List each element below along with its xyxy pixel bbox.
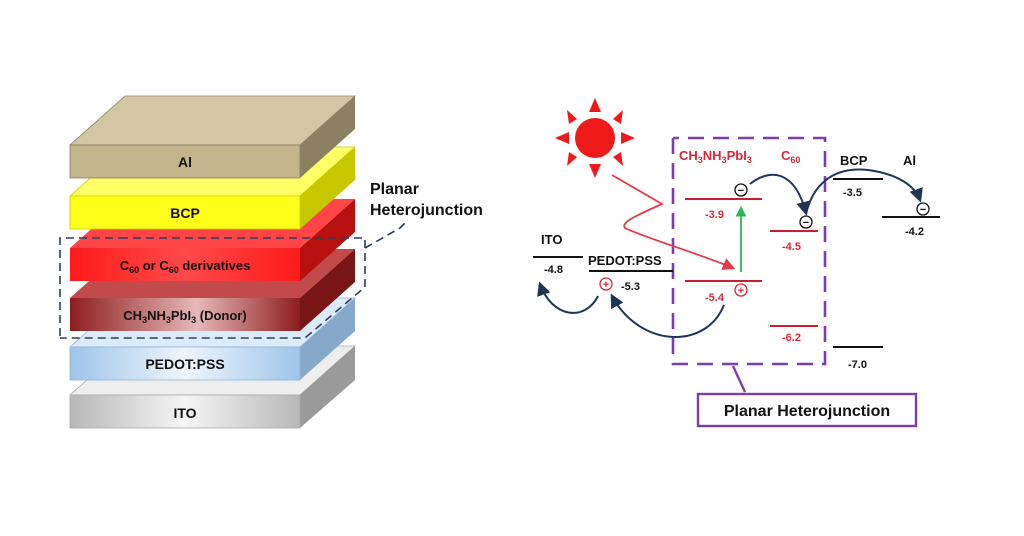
heterojunction-dashed-box: [59, 237, 366, 339]
pedot-label: PEDOT:PSS: [588, 253, 662, 268]
value-c60-lumo: -4.5: [782, 241, 801, 253]
layer-al-label: Al: [178, 154, 192, 170]
perovskite-label: CH3NH3PbI3: [679, 148, 752, 165]
hole-perovskite: +: [734, 283, 748, 297]
energy-diagram: Planar Heterojunction CH3NH3PbI3 C60 BCP…: [533, 98, 940, 428]
electron-transfer-arrow-1: [749, 173, 810, 216]
callout-label-line1: Planar: [370, 181, 419, 198]
svg-text:−: −: [920, 204, 926, 216]
al-label: Al: [903, 153, 916, 168]
svg-text:−: −: [803, 217, 809, 229]
value-ito: -4.8: [544, 264, 563, 276]
value-al: -4.2: [905, 226, 924, 238]
value-perovskite-lumo: -3.9: [705, 209, 724, 221]
electron-c60: −: [799, 215, 813, 229]
hole-pedot: +: [599, 277, 613, 291]
svg-text:+: +: [738, 285, 744, 297]
ito-label: ITO: [541, 232, 562, 247]
layer-bcp-label: BCP: [170, 205, 200, 221]
svg-text:−: −: [738, 185, 744, 197]
value-bcp-homo: -7.0: [848, 359, 867, 371]
value-bcp-lumo: -3.5: [843, 187, 862, 199]
photon-path: [611, 174, 736, 270]
callout-label-line2: Heterojunction: [370, 202, 483, 219]
bcp-label: BCP: [840, 153, 868, 168]
c60-label: C60: [781, 148, 800, 165]
layer-c60-label: C60 or C60 derivatives: [120, 258, 251, 275]
value-perovskite-homo: -5.4: [705, 292, 725, 304]
callout-leader: [364, 219, 409, 249]
value-pedot: -5.3: [621, 281, 640, 293]
electron-transfer-arrow-2: [805, 168, 923, 215]
box-connector: [731, 365, 747, 393]
electron-perovskite: −: [734, 183, 748, 197]
energy-heterojunction-box: [671, 136, 827, 366]
planar-heterojunction-box-label: Planar Heterojunction: [724, 403, 890, 420]
value-c60-homo: -6.2: [782, 332, 801, 344]
electron-al: −: [916, 202, 930, 216]
layer-stack: ITO PEDOT:PSS CH3NH3PbI3 (Donor) C60 or …: [59, 95, 483, 429]
hole-transfer-arrow-2: [537, 281, 599, 314]
layer-donor-label: CH3NH3PbI3 (Donor): [123, 308, 246, 325]
svg-text:+: +: [603, 279, 609, 291]
planar-heterojunction-box: [696, 392, 918, 428]
sun-icon: [555, 98, 635, 178]
layer-al: Al: [68, 95, 357, 179]
hole-transfer-arrow-1: [610, 293, 725, 338]
layer-ito-label: ITO: [173, 405, 196, 421]
layer-pedot-label: PEDOT:PSS: [145, 356, 224, 372]
